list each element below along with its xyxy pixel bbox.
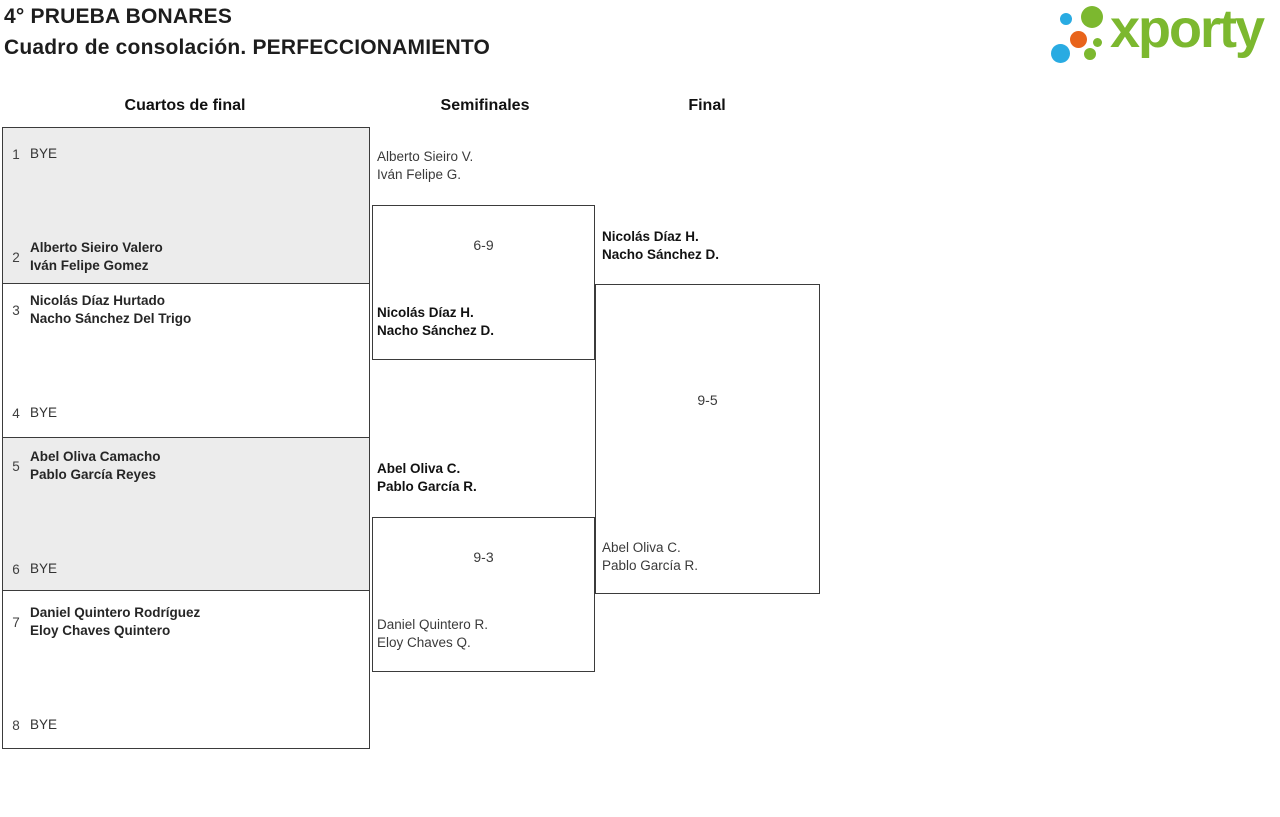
bracket-entry: 1 BYE	[9, 145, 57, 163]
participant-names: Daniel Quintero Rodríguez Eloy Chaves Qu…	[30, 605, 201, 638]
bracket-entry: 7 Daniel Quintero Rodríguez Eloy Chaves …	[9, 604, 200, 640]
logo-dot-icon	[1081, 6, 1103, 28]
sf2-top-pair: Abel Oliva C. Pablo García R.	[377, 461, 477, 494]
tournament-title: 4° PRUEBA BONARES	[4, 5, 233, 28]
seed-number: 2	[12, 249, 20, 265]
bracket-entry: 8 BYE	[9, 716, 57, 734]
page-header: 4° PRUEBA BONARES Cuadro de consolación.…	[4, 1, 490, 63]
bracket-subtitle: Cuadro de consolación. PERFECCIONAMIENTO	[4, 36, 490, 59]
participant-names: BYE	[30, 561, 58, 576]
logo-wordmark: xporty	[1110, 0, 1265, 59]
xporty-logo[interactable]: xporty	[1046, 0, 1280, 72]
sf2-bottom-pair: Daniel Quintero R. Eloy Chaves Q.	[377, 617, 489, 650]
logo-dot-icon	[1084, 48, 1096, 60]
match-box-qf2[interactable]: 3 Nicolás Díaz Hurtado Nacho Sánchez Del…	[2, 283, 370, 438]
logo-dot-icon	[1060, 13, 1072, 25]
seed-number: 7	[12, 614, 20, 630]
bracket-entry: 4 BYE	[9, 404, 57, 422]
bracket-entry: 3 Nicolás Díaz Hurtado Nacho Sánchez Del…	[9, 292, 191, 328]
sf1-bottom-pair: Nicolás Díaz H. Nacho Sánchez D.	[377, 305, 495, 338]
participant-names: BYE	[30, 717, 58, 732]
participant-names: BYE	[30, 146, 58, 161]
seed-number: 8	[12, 717, 20, 733]
seed-number: 3	[12, 302, 20, 318]
match-score: 6-9	[473, 237, 494, 253]
seed-number: 6	[12, 561, 20, 577]
match-box-sf2[interactable]: 9-3	[372, 517, 595, 672]
match-box-qf3[interactable]: 5 Abel Oliva Camacho Pablo García Reyes …	[2, 437, 370, 591]
round-header-final: Final	[688, 97, 726, 114]
match-box-qf4[interactable]: 7 Daniel Quintero Rodríguez Eloy Chaves …	[2, 590, 370, 749]
match-box-final[interactable]: 9-5	[595, 284, 820, 594]
seed-number: 1	[12, 146, 20, 162]
match-score: 9-5	[697, 392, 718, 408]
match-box-sf1[interactable]: 6-9	[372, 205, 595, 360]
logo-dot-icon	[1051, 44, 1070, 63]
participant-names: Abel Oliva Camacho Pablo García Reyes	[30, 449, 161, 482]
logo-dot-icon	[1093, 38, 1102, 47]
logo-dot-icon	[1070, 31, 1087, 48]
round-header-quarterfinals: Cuartos de final	[124, 97, 246, 114]
participant-names: Nicolás Díaz Hurtado Nacho Sánchez Del T…	[30, 293, 192, 326]
sf1-top-pair: Alberto Sieiro V. Iván Felipe G.	[377, 149, 474, 182]
match-score: 9-3	[473, 549, 494, 565]
round-header-semifinals: Semifinales	[440, 97, 530, 114]
participant-names: BYE	[30, 405, 58, 420]
seed-number: 5	[12, 458, 20, 474]
bracket-entry: 5 Abel Oliva Camacho Pablo García Reyes	[9, 448, 161, 484]
final-top-pair: Nicolás Díaz H. Nacho Sánchez D.	[602, 229, 720, 262]
participant-names: Alberto Sieiro Valero Iván Felipe Gomez	[30, 240, 163, 273]
final-bottom-pair: Abel Oliva C. Pablo García R.	[602, 540, 699, 573]
seed-number: 4	[12, 405, 20, 421]
match-box-qf1[interactable]: 1 BYE 2 Alberto Sieiro Valero Iván Felip…	[2, 127, 370, 284]
bracket-entry: 6 BYE	[9, 560, 57, 578]
bracket-entry: 2 Alberto Sieiro Valero Iván Felipe Gome…	[9, 239, 163, 275]
